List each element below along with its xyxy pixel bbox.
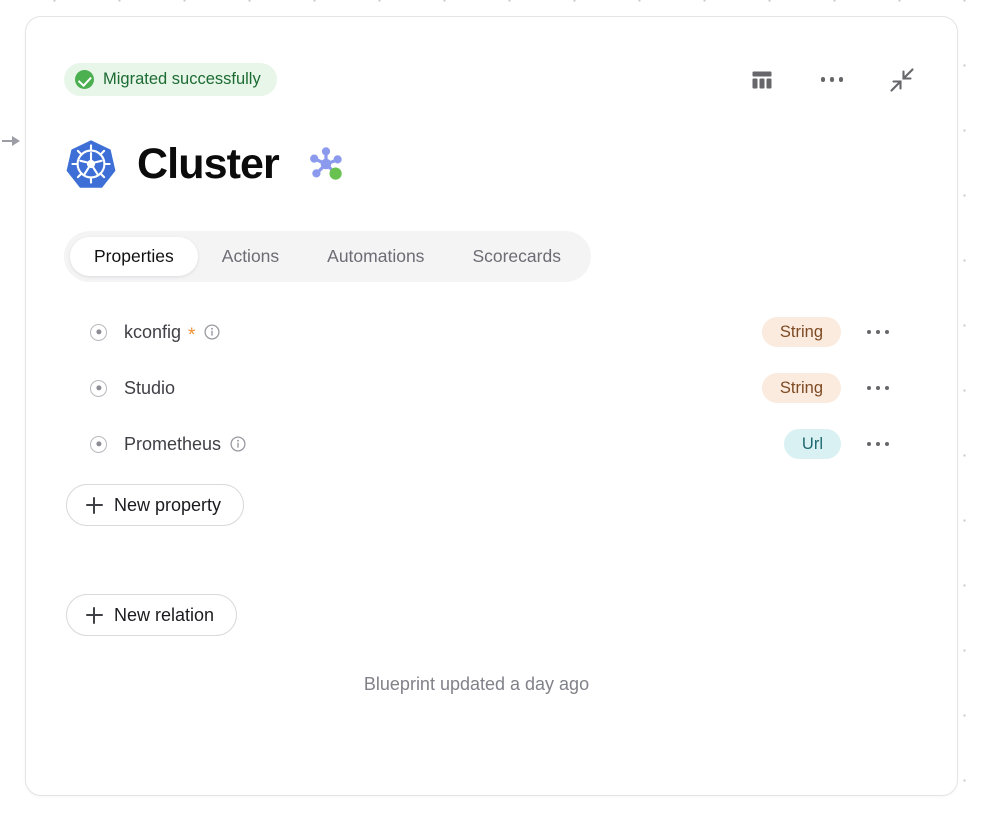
tab-bar: Properties Actions Automations Scorecard… — [64, 231, 591, 282]
table-row[interactable]: Studio String — [64, 360, 919, 416]
row-more-dots — [866, 385, 890, 391]
row-more-icon[interactable] — [863, 373, 893, 403]
page-title-row: Cluster — [64, 137, 919, 191]
row-more-dots — [866, 441, 890, 447]
new-relation-row: New relation — [64, 594, 919, 636]
row-more-icon[interactable] — [863, 317, 893, 347]
plus-icon — [86, 496, 103, 514]
more-options-dots — [820, 77, 844, 82]
property-name: Studio — [124, 377, 176, 398]
property-list: kconfig * String Studio String — [64, 304, 919, 472]
table-view-icon[interactable] — [747, 65, 777, 95]
new-property-button[interactable]: New property — [66, 484, 245, 526]
check-circle-icon — [75, 70, 94, 89]
property-name: Prometheus — [124, 433, 222, 454]
more-options-icon[interactable] — [817, 65, 847, 95]
cluster-graph-icon — [306, 144, 346, 184]
kubernetes-logo-icon — [64, 137, 118, 191]
status-badge-label: Migrated successfully — [103, 70, 261, 89]
tab-scorecards[interactable]: Scorecards — [448, 237, 585, 276]
property-type-badge: Url — [783, 428, 841, 460]
drag-handle-dot-icon[interactable] — [90, 435, 107, 453]
expand-sidebar-arrow-icon[interactable] — [1, 130, 23, 152]
new-property-label: New property — [114, 495, 222, 515]
property-name: kconfig — [124, 321, 182, 342]
blueprint-panel: Migrated successfully — [25, 16, 958, 796]
drag-handle-dot-icon[interactable] — [90, 323, 107, 341]
tab-properties[interactable]: Properties — [70, 237, 198, 276]
panel-top-bar: Migrated successfully — [64, 17, 919, 96]
table-row[interactable]: kconfig * String — [64, 304, 919, 360]
info-icon[interactable] — [230, 436, 246, 452]
status-badge: Migrated successfully — [64, 63, 277, 96]
collapse-icon[interactable] — [887, 65, 917, 95]
property-type-badge: String — [761, 372, 841, 404]
tab-automations[interactable]: Automations — [303, 237, 448, 276]
new-property-row: New property — [64, 484, 919, 526]
row-more-dots — [866, 329, 890, 335]
info-icon[interactable] — [204, 324, 221, 340]
new-relation-label: New relation — [114, 605, 215, 625]
blueprint-updated-note: Blueprint updated a day ago — [363, 674, 590, 694]
panel-action-icons — [747, 65, 919, 95]
property-type-badge: String — [761, 316, 841, 348]
row-more-icon[interactable] — [863, 429, 893, 459]
tab-actions[interactable]: Actions — [198, 237, 303, 276]
table-row[interactable]: Prometheus Url — [64, 416, 919, 472]
new-relation-button[interactable]: New relation — [66, 594, 238, 636]
plus-icon — [86, 606, 103, 624]
drag-handle-dot-icon[interactable] — [90, 379, 107, 397]
required-asterisk-icon: * — [188, 324, 196, 346]
page-title: Cluster — [137, 139, 280, 188]
